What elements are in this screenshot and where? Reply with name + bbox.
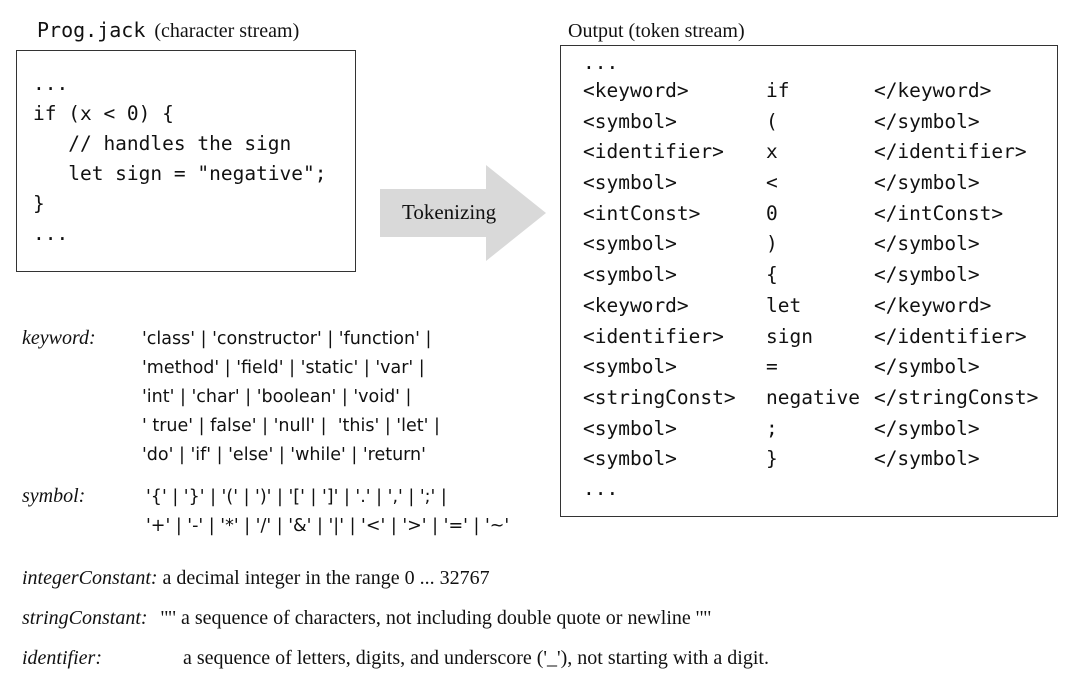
code-line: if (x < 0) { [33,102,174,125]
token-row: <stringConst> negative </stringConst> [583,383,1057,414]
code-line: // handles the sign [33,132,292,155]
keyword-line: 'int' | 'char' | 'boolean' | 'void' | [142,387,412,407]
arrow-shape [380,165,546,261]
token-row: <symbol>} </symbol> [583,444,1057,475]
identifier-text: a sequence of letters, digits, and under… [183,647,769,669]
token-value: sign [766,324,814,348]
token-value: ( [766,109,778,133]
string-constant-label: stringConstant: [22,607,148,629]
symbol-line: '{' | '}' | '(' | ')' | '[' | ']' | '.' … [146,487,447,507]
string-constant-text: '"' a sequence of characters, not includ… [160,607,712,629]
integer-constant-text: a decimal integer in the range 0 ... 327… [162,567,490,589]
token-open-tag: <symbol> [583,416,677,440]
output-title: Output (token stream) [568,20,745,42]
token-close-tag: </symbol> [873,232,980,256]
integer-constant-label: integerConstant: [22,567,158,589]
token-value: { [766,263,778,287]
symbol-label: symbol: [22,485,86,507]
token-row: <symbol>; </symbol> [583,414,1057,445]
token-open-tag: <symbol> [583,232,677,256]
token-value: ) [766,232,778,256]
token-open-tag: <symbol> [583,109,677,133]
code-line: ... [33,222,69,245]
keyword-line: 'method' | 'field' | 'static' | 'var' | [142,358,425,378]
token-value: 0 [766,201,778,225]
keyword-label: keyword: [22,327,96,349]
token-close-tag: </symbol> [873,416,980,440]
input-caption: (character stream) [154,20,300,42]
code-line: let sign = "negative"; [33,162,327,185]
code-line: } [33,192,45,215]
token-open-tag: <symbol> [583,263,677,287]
token-open-tag: <intConst> [583,201,701,225]
tokenizing-label: Tokenizing [402,200,497,224]
token-row: <symbol> < </symbol> [583,168,1057,199]
token-close-tag: </symbol> [873,355,980,379]
keyword-line: ' true' | false' | 'null' | 'this' | 'le… [142,416,440,436]
token-open-tag: <stringConst> [583,385,736,409]
token-value: ; [766,416,778,440]
token-row: <symbol> = </symbol> [583,352,1057,383]
token-open-tag: <symbol> [583,355,677,379]
token-value: < [766,171,778,195]
symbol-definition: '{' | '}' | '(' | ')' | '[' | ']' | '.' … [146,483,509,541]
identifier-label: identifier: [22,647,102,669]
token-value: } [766,447,778,471]
token-list: <keyword>if</keyword><symbol>(</symbol><… [583,76,1057,475]
code-line: ... [33,72,69,95]
token-close-tag: </symbol> [873,447,980,471]
token-row: <intConst> 0 </intConst> [583,199,1057,230]
token-row: <symbol> ( </symbol> [583,107,1057,138]
output-token-box: ... <keyword> if </keyword> <symbol> ( </symb… [560,45,1058,517]
token-close-tag: </stringConst> [873,385,1039,409]
token-close-tag: </symbol> [873,263,980,287]
string-constant-row: stringConstant: '"' a sequence of charac… [22,607,711,630]
token-value: = [766,355,778,379]
token-row: <keyword> let </keyword> [583,291,1057,322]
token-close-tag: </keyword> [873,293,992,317]
token-open-tag: <identifier> [583,140,724,164]
token-value: negative [766,385,860,409]
token-open-tag: <identifier> [583,324,724,348]
token-open-tag: <keyword> [583,79,689,102]
tokenizing-arrow [380,165,546,261]
integer-constant-row: integerConstant: a decimal integer in th… [22,567,490,590]
token-close-tag: </identifier> [873,324,1027,348]
keyword-definition: 'class' | 'constructor' | 'function' | 'm… [142,325,440,470]
token-value: x [766,140,778,164]
keyword-line: 'do' | 'if' | 'else' | 'while' | 'return… [142,445,426,465]
token-close-tag: </identifier> [873,140,1027,164]
token-value: if [766,79,790,102]
input-header: Prog.jack (character stream) [37,18,299,43]
token-close-tag: </intConst> [873,201,1004,225]
input-code-lines: ... if (x < 0) { // handles the sign let … [33,69,355,249]
input-code-box: ... if (x < 0) { // handles the sign let … [16,50,356,272]
symbol-line: '+' | '-' | '*' | '/' | '&' | '|' | '<' … [146,516,510,536]
input-filename: Prog.jack [37,18,146,42]
token-row: <keyword> if </keyword> [583,76,1057,107]
output-top-ellipsis: ... [583,51,619,74]
token-row: <symbol>) </symbol> [583,229,1057,260]
token-close-tag: </symbol> [873,171,980,195]
token-row: <identifier> x </identifier> [583,137,1057,168]
token-value: let [766,293,802,317]
keyword-line: 'class' | 'constructor' | 'function' | [142,329,432,349]
token-open-tag: <symbol> [583,447,677,471]
token-open-tag: <keyword> [583,293,689,317]
token-open-tag: <symbol> [583,171,677,195]
token-row: <identifier> sign </identifier> [583,322,1057,353]
token-close-tag: </symbol> [873,109,980,133]
token-row: <symbol> { </symbol> [583,260,1057,291]
token-close-tag: </keyword> [873,79,992,102]
output-bottom-ellipsis: ... [583,476,619,500]
